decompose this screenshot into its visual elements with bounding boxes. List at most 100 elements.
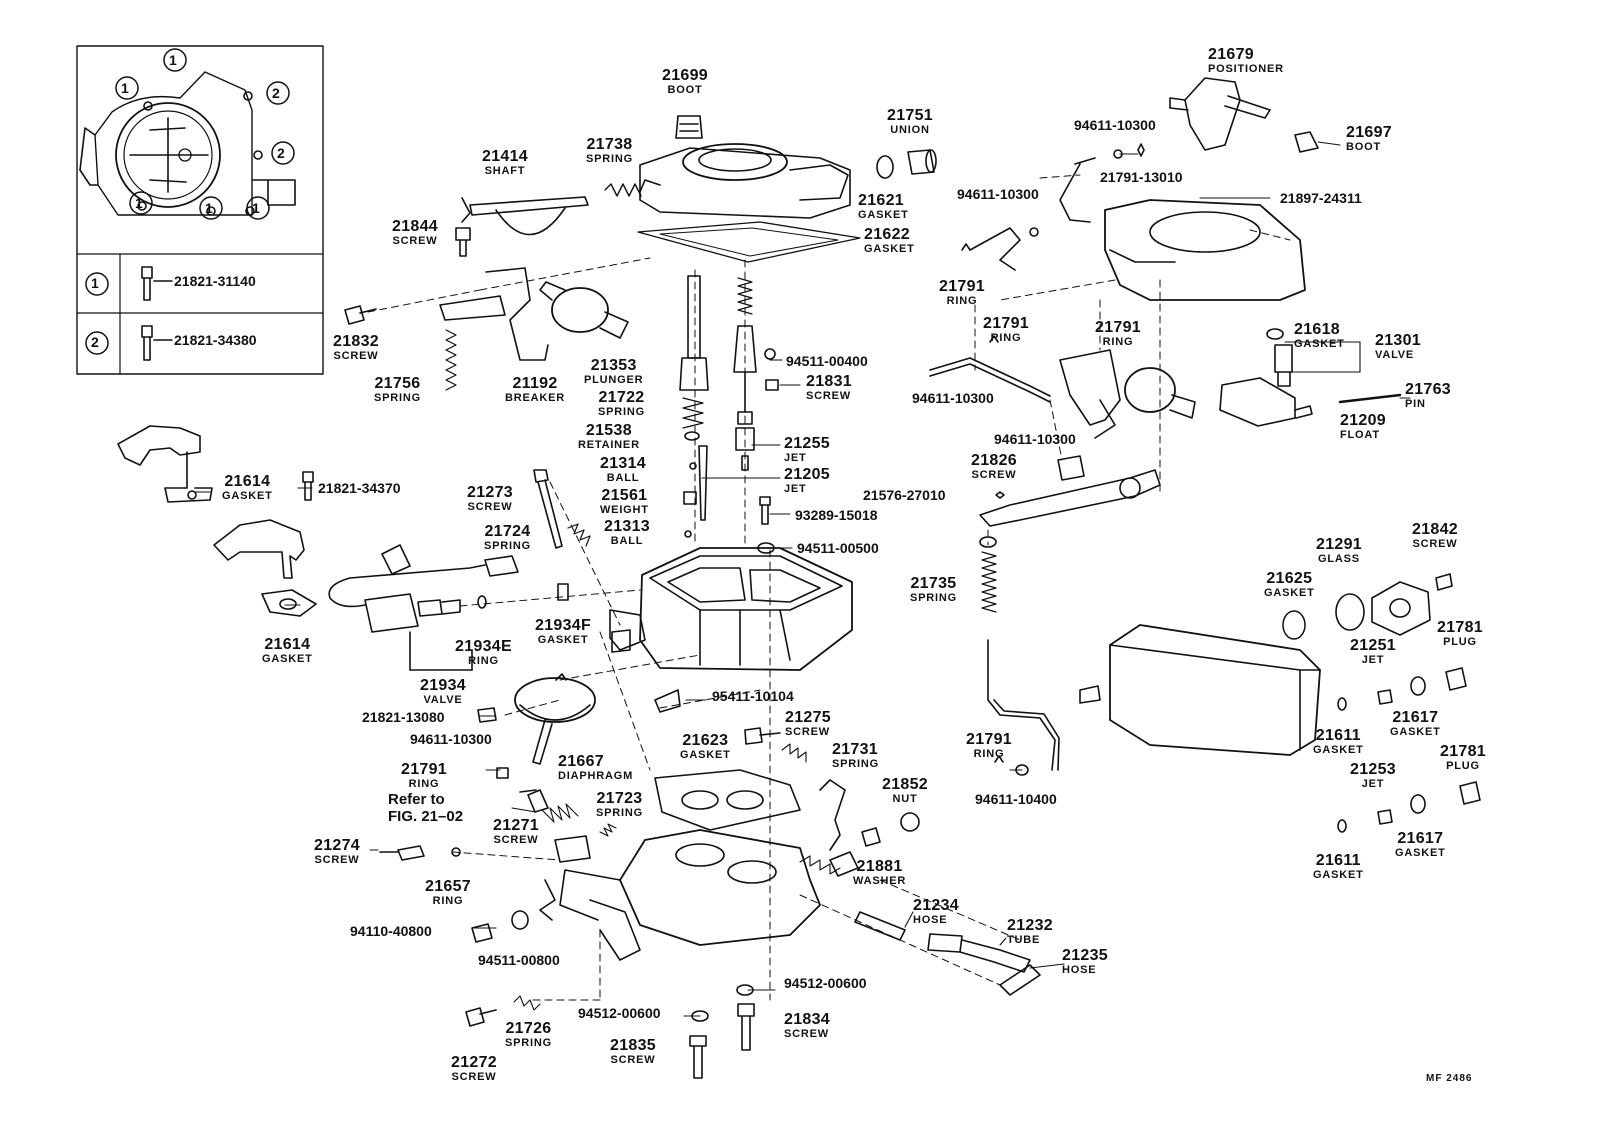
inset-callout-2a: 2 xyxy=(272,85,280,101)
refer-line-2: FIG. 21–02 xyxy=(388,808,464,826)
pn-94611-10300-tube: 94611-10300 xyxy=(912,390,994,406)
pn-94611-10300-mid: 94611-10300 xyxy=(994,431,1076,447)
bowl-cover-assembly xyxy=(929,77,1402,776)
inset-key-2: 2 xyxy=(91,334,99,350)
pn-94511-00500: 94511-00500 xyxy=(797,540,879,556)
inset-callout-1b: 1 xyxy=(169,52,177,68)
refer-line-1: Refer to xyxy=(388,791,445,808)
inset-callout-1c: 1 xyxy=(135,195,143,211)
inset-callout-1e: 1 xyxy=(252,200,260,216)
pn-94512-00600-right: 94512-00600 xyxy=(784,975,867,991)
inset-part-code-1: 21821-31140 xyxy=(174,273,256,289)
figure-code: MF 2486 xyxy=(1426,1073,1473,1084)
plunger-stack xyxy=(679,275,709,538)
leader-lines xyxy=(194,141,1411,1017)
inset-callout-1a: 1 xyxy=(121,80,129,96)
inset-key-1: 1 xyxy=(91,275,99,291)
throttle-body-lower xyxy=(379,727,1041,1079)
pn-21576-27010: 21576-27010 xyxy=(863,487,946,503)
pn-94511-00400: 94511-00400 xyxy=(786,353,868,369)
refer-note: Refer to FIG. 21–02 xyxy=(388,791,463,826)
pn-21821-13080: 21821-13080 xyxy=(362,709,445,725)
pn-94512-00600-left: 94512-00600 xyxy=(578,1005,661,1021)
carburetor-main-body xyxy=(533,469,853,671)
pn-93289-15018: 93289-15018 xyxy=(795,507,878,523)
pn-21821-34370: 21821-34370 xyxy=(318,480,401,496)
pn-21791-13010: 21791-13010 xyxy=(1100,169,1183,185)
solenoid-valve xyxy=(328,544,569,671)
breaker-assembly xyxy=(344,227,629,391)
inset-part-code-2: 21821-34380 xyxy=(174,332,257,348)
pn-94611-10300-diaphragm: 94611-10300 xyxy=(410,731,492,747)
pn-94611-10400: 94611-10400 xyxy=(975,791,1057,807)
float-bowl-body xyxy=(1079,573,1481,833)
inset-callout-1d: 1 xyxy=(205,200,213,216)
pn-94110-40800: 94110-40800 xyxy=(350,923,432,939)
pn-94611-10300-top: 94611-10300 xyxy=(1074,117,1156,133)
alignment-dashes xyxy=(367,174,1291,1001)
pn-94511-00800: 94511-00800 xyxy=(478,952,560,968)
diaphragm-part xyxy=(477,673,681,779)
inset-callout-2b: 2 xyxy=(277,145,285,161)
